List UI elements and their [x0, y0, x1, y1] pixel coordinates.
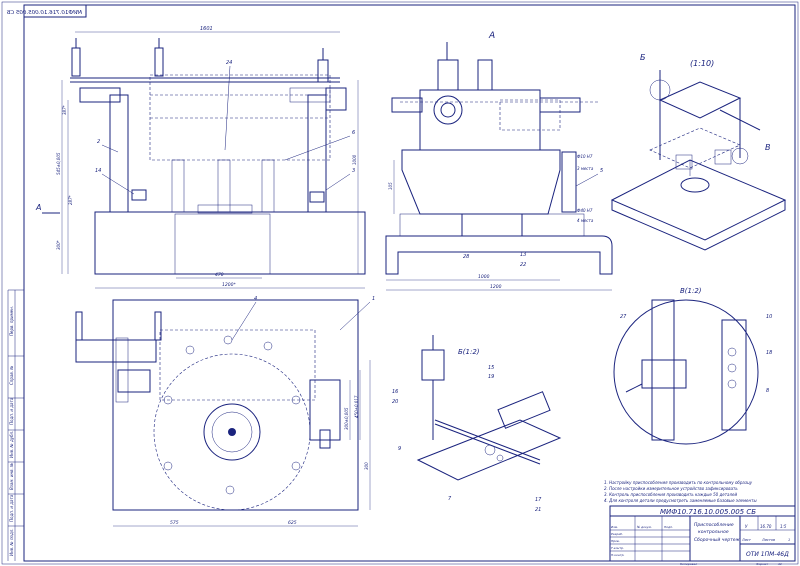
section-a-marker: A [35, 203, 41, 212]
iso-label-b: Б [640, 53, 646, 62]
pos-20: 20 [392, 399, 398, 405]
title-line-3: Сборочный чертеж [694, 537, 740, 543]
pos-4: 4 [254, 296, 257, 302]
pos-3: 3 [352, 168, 355, 174]
dim-side-bottom-2: 1200 [490, 284, 502, 290]
title-sheets-label: Листов [761, 538, 775, 542]
side-label-5: Взам. инв. № [9, 463, 14, 490]
view-a-title: A [488, 31, 495, 41]
dim-front-left-3: 287* [68, 195, 73, 205]
mirrored-code-stamp: МИФ10.716.10.005.005 СБ [6, 4, 87, 18]
isometric-view: Б (1:10) В [610, 53, 787, 251]
pos-24: 24 [226, 60, 232, 66]
pos-2: 2 [97, 139, 100, 145]
pos-15: 15 [488, 365, 494, 371]
pos-19: 19 [488, 374, 494, 380]
dim-plan-bottom-2: 625 [288, 520, 297, 526]
pos-1: 1 [372, 296, 375, 302]
pos-16: 16 [392, 389, 398, 395]
title-organization: ОТИ 1ПМ-46Д [746, 551, 789, 558]
pos-17: 17 [535, 497, 542, 503]
side-label-6: Подп. и дата [9, 494, 14, 522]
pos-14: 14 [95, 168, 101, 174]
dim-front-width: 1601 [200, 26, 213, 32]
stamp-developed: Разраб. [611, 532, 623, 536]
dim-front-left-4: 300* [56, 240, 61, 250]
title-letter: У [745, 524, 748, 529]
dim-plan-right-3: 300 [364, 462, 369, 470]
mirrored-code: МИФ10.716.10.005.005 СБ [6, 10, 82, 16]
dim-side-left: 105 [388, 182, 393, 190]
side-label-2: Справ. № [9, 366, 14, 385]
pos-5: 5 [600, 168, 603, 174]
title-code: МИФ10.716.10.005.005 СБ [660, 508, 756, 516]
detail-v-title: В(1:2) [680, 287, 702, 295]
pos-21: 21 [535, 507, 541, 513]
pos-6: 6 [352, 130, 355, 136]
note-2: 2. После настройки измерительное устройс… [604, 486, 738, 491]
dim-side-bottom-1: 1000 [478, 274, 490, 280]
pos-18: 18 [766, 350, 772, 356]
stamp-checked: Пров. [611, 539, 620, 543]
stamp-sign: Подп. [664, 525, 673, 529]
dim-front-left-2: 387* [62, 105, 67, 115]
title-sheets-value: 1 [788, 538, 790, 542]
pos-27: 27 [620, 314, 627, 320]
pos-28: 28 [463, 254, 469, 260]
detail-b: Б(1:2) 15 19 16 20 9 7 17 21 [392, 335, 562, 513]
side-note-2: 3 места [577, 166, 594, 171]
stamp-norm: Н.контр. [611, 553, 624, 557]
side-note-4: 4 места [577, 218, 594, 223]
side-label-4: Инв. № дубл. [9, 431, 14, 458]
pos-22: 22 [520, 262, 526, 268]
dim-front-right: 1000 [352, 154, 357, 165]
technical-notes: 1. Настройку приспособления производить … [604, 480, 757, 503]
side-label-1: Перв. примен. [9, 306, 14, 336]
iso-scale: (1:10) [690, 59, 714, 68]
dim-front-left-1: 545±0,005 [56, 152, 61, 175]
title-line-1: Приспособление [694, 522, 734, 528]
detail-b-title: Б(1:2) [458, 348, 480, 356]
plan-view: 575 625 300±0,005 450±0,017 300 4 1 [75, 296, 375, 527]
side-label-7: Инв. № подл. [9, 528, 14, 556]
dim-front-bottom-1: 470 [215, 272, 224, 278]
side-note-1: Ф10 Н7 [577, 154, 593, 159]
title-mass: 16.70 [760, 524, 772, 529]
left-side-strip: Перв. примен. Справ. № Подп. и дата Инв.… [7, 289, 24, 561]
stamp-doc: № докум. [636, 525, 652, 529]
front-view: 1601 545±0,005 38 [35, 26, 366, 289]
inner-frame [23, 4, 796, 562]
copied-label: Копировал [680, 562, 697, 566]
side-note-3: Ф40 Н7 [577, 208, 593, 213]
title-block: МИФ10.716.10.005.005 СБ Изм. № докум. По… [609, 505, 796, 566]
note-4: 4. Для контроля детали предусмотреть зам… [604, 498, 757, 503]
dim-plan-right-1: 300±0,005 [344, 407, 349, 430]
title-line-2: контрольное [698, 530, 729, 535]
note-1: 1. Настройку приспособления производить … [604, 480, 753, 485]
pos-7: 7 [448, 496, 452, 502]
format-label: Формат [756, 562, 768, 566]
stamp-change: Изм. [611, 525, 618, 529]
format-value: А1 [777, 562, 782, 566]
dim-front-bottom-2: 1200* [222, 282, 236, 288]
pos-8: 8 [766, 388, 769, 394]
pos-10: 10 [766, 314, 772, 320]
pos-9: 9 [398, 446, 401, 452]
side-label-3: Подп. и дата [9, 397, 14, 425]
side-view-a: A 1000 1200 105 Ф10 Н7 3 места Ф40 Н7 4 … [385, 31, 613, 291]
title-scale: 1:5 [780, 524, 787, 529]
detail-v: В(1:2) 27 10 18 8 [613, 287, 772, 445]
dim-plan-right-2: 450±0,017 [354, 395, 359, 418]
stamp-tech: Т.контр. [611, 546, 624, 550]
pos-13: 13 [520, 252, 526, 258]
iso-label-v: В [765, 143, 771, 152]
note-3: 3. Контроль приспособления производить к… [604, 492, 738, 497]
title-sheet-label: Лист [741, 538, 752, 542]
dim-plan-bottom-1: 575 [170, 520, 179, 526]
